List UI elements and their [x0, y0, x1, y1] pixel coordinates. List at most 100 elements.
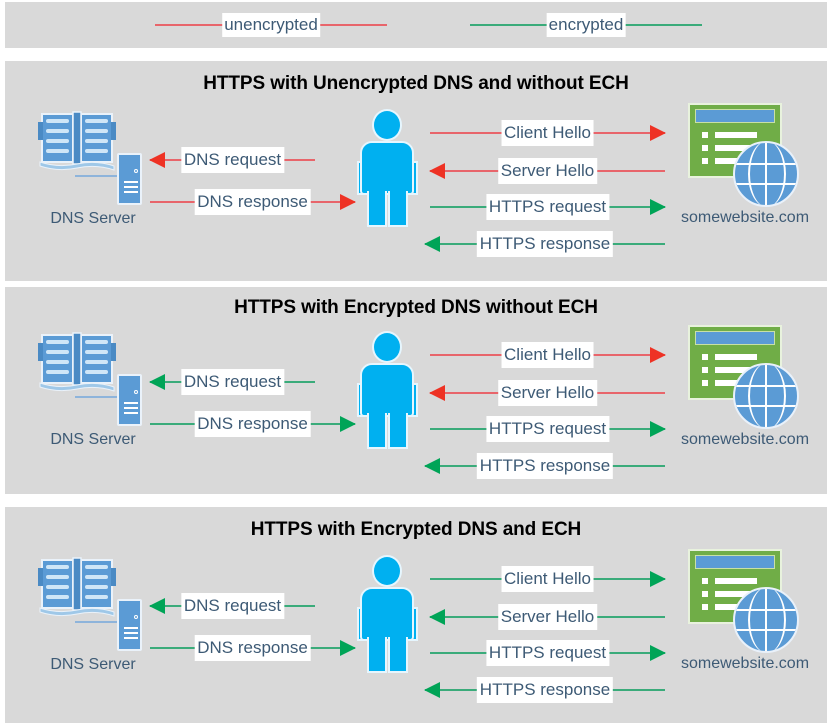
flow-label: HTTPS request [485, 640, 610, 666]
arrow-head-icon [429, 163, 445, 179]
flow-label: Client Hello [501, 566, 594, 592]
server-link-line [75, 396, 119, 398]
browser-title-bar [695, 109, 775, 123]
flow-server-hello: Server Hello [429, 158, 665, 184]
flow-dns-request: DNS request [149, 369, 315, 395]
flow-https-response: HTTPS response [424, 453, 665, 479]
flow-label: DNS response [194, 189, 311, 215]
panel-encrypted-dns-and-ech: HTTPS with Encrypted DNS and ECH [5, 507, 827, 723]
dns-server-label: DNS Server [50, 210, 136, 227]
flow-label: HTTPS response [476, 453, 614, 479]
person-head [372, 109, 402, 141]
person-leg-left [367, 191, 387, 227]
flow-dns-request: DNS request [149, 593, 315, 619]
panel-title: HTTPS with Unencrypted DNS and without E… [203, 73, 629, 94]
arrow-head-icon [429, 609, 445, 625]
flow-dns-request: DNS request [149, 147, 315, 173]
person-icon [355, 109, 419, 227]
arrow-head-icon [650, 421, 666, 437]
server-link-line [75, 621, 119, 623]
arrow-head-icon [650, 645, 666, 661]
flow-label: DNS request [180, 147, 285, 173]
server-slots [124, 181, 138, 196]
server-indicator-icon [134, 615, 138, 619]
person-leg-right [388, 191, 408, 227]
arrow-head-icon [340, 416, 356, 432]
flow-label: DNS response [194, 635, 311, 661]
legend-label-unencrypted: unencrypted [222, 13, 320, 37]
legend: unencrypted encrypted [5, 2, 827, 48]
flow-label: DNS request [180, 369, 285, 395]
server-tower-icon [117, 153, 142, 205]
browser-title-bar [695, 555, 775, 569]
person-body [360, 363, 414, 417]
person-icon [355, 555, 419, 673]
flow-label: Server Hello [497, 158, 598, 184]
panel-title: HTTPS with Encrypted DNS without ECH [234, 297, 598, 318]
flow-server-hello: Server Hello [429, 604, 665, 630]
website-group: somewebsite.com [670, 549, 820, 679]
flow-client-hello: Client Hello [430, 342, 666, 368]
arrow-head-icon [650, 571, 666, 587]
flow-label: HTTPS request [485, 416, 610, 442]
person-head [372, 555, 402, 587]
panel-encrypted-dns-no-ech: HTTPS with Encrypted DNS without ECH [5, 287, 827, 494]
flow-dns-response: DNS response [150, 635, 356, 661]
browser-window-icon [688, 549, 782, 624]
person-leg-left [367, 413, 387, 449]
person-head [372, 331, 402, 363]
legend-item-unencrypted: unencrypted [155, 2, 387, 48]
website-label: somewebsite.com [680, 431, 810, 448]
flow-https-request: HTTPS request [430, 640, 666, 666]
person-body [360, 141, 414, 195]
panel-unencrypted-dns: HTTPS with Unencrypted DNS and without E… [5, 61, 827, 281]
arrow-head-icon [424, 236, 440, 252]
arrow-head-icon [424, 682, 440, 698]
flow-client-hello: Client Hello [430, 566, 666, 592]
flow-server-hello: Server Hello [429, 380, 665, 406]
flow-dns-response: DNS response [150, 411, 356, 437]
arrow-head-icon [149, 374, 165, 390]
website-group: somewebsite.com [670, 325, 820, 455]
book-icon [38, 332, 116, 392]
dns-server-label: DNS Server [50, 431, 136, 448]
server-link-line [75, 175, 119, 177]
book-icon [38, 557, 116, 617]
legend-item-encrypted: encrypted [470, 2, 702, 48]
browser-title-bar [695, 331, 775, 345]
flow-https-request: HTTPS request [430, 416, 666, 442]
flow-label: Client Hello [501, 342, 594, 368]
server-indicator-icon [134, 169, 138, 173]
server-slots [124, 402, 138, 417]
panel-title: HTTPS with Encrypted DNS and ECH [250, 519, 582, 540]
arrow-head-icon [650, 125, 666, 141]
book-icon [38, 111, 116, 171]
dns-server-label: DNS Server [50, 656, 136, 673]
arrow-head-icon [424, 458, 440, 474]
arrow-head-icon [650, 347, 666, 363]
flow-https-request: HTTPS request [430, 194, 666, 220]
flow-label: Server Hello [497, 380, 598, 406]
flow-label: Server Hello [497, 604, 598, 630]
website-group: somewebsite.com [670, 103, 820, 233]
server-tower-icon [117, 374, 142, 426]
flow-label: Client Hello [501, 120, 594, 146]
person-leg-right [388, 637, 408, 673]
legend-label-encrypted: encrypted [546, 13, 626, 37]
arrow-head-icon [149, 598, 165, 614]
person-body [360, 587, 414, 641]
website-label: somewebsite.com [680, 655, 810, 672]
flow-label: HTTPS request [485, 194, 610, 220]
website-label: somewebsite.com [680, 209, 810, 226]
flow-label: DNS request [180, 593, 285, 619]
globe-icon [733, 587, 799, 653]
globe-icon [733, 363, 799, 429]
server-indicator-icon [134, 390, 138, 394]
arrow-head-icon [149, 152, 165, 168]
flow-label: HTTPS response [476, 677, 614, 703]
flow-https-response: HTTPS response [424, 677, 665, 703]
flow-https-response: HTTPS response [424, 231, 665, 257]
arrow-head-icon [650, 199, 666, 215]
globe-icon [733, 141, 799, 207]
